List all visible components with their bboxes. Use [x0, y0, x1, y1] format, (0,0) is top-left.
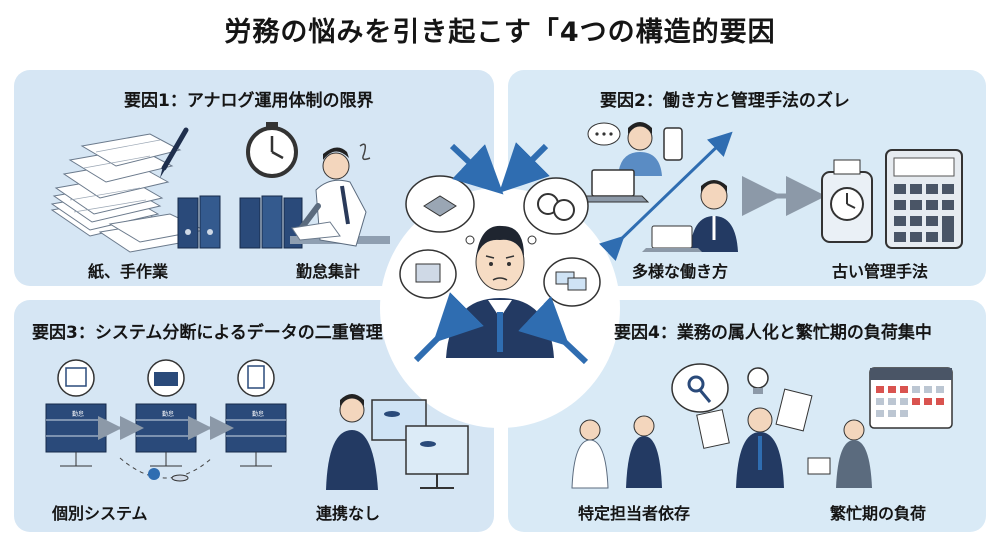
factor-3-title: 要因3：システム分断によるデータの二重管理: [32, 323, 383, 343]
center-circle: [380, 188, 620, 428]
factor-4-title: 要因4：業務の属人化と繁忙期の負荷集中: [614, 323, 932, 343]
factor-1-item-2: 勤怠集計: [296, 262, 361, 281]
factor-3-item-2: 連携なし: [316, 504, 381, 523]
factor-3-item-1: 個別システム: [52, 504, 148, 523]
factor-2-item-2: 古い管理手法: [832, 262, 929, 281]
factor-2-item-1: 多様な働き方: [632, 262, 729, 281]
factor-1-title: 要因1：アナログ運用体制の限界: [124, 91, 374, 111]
factor-4-item-2: 繁忙期の負荷: [830, 504, 927, 523]
page-title: 労務の悩みを引き起こす「4つの構造的要因: [224, 17, 776, 48]
factor-1-item-1: 紙、手作業: [88, 262, 169, 281]
factor-4-item-1: 特定担当者依存: [578, 504, 691, 523]
factor-2-title: 要因2：働き方と管理手法のズレ: [600, 91, 850, 111]
